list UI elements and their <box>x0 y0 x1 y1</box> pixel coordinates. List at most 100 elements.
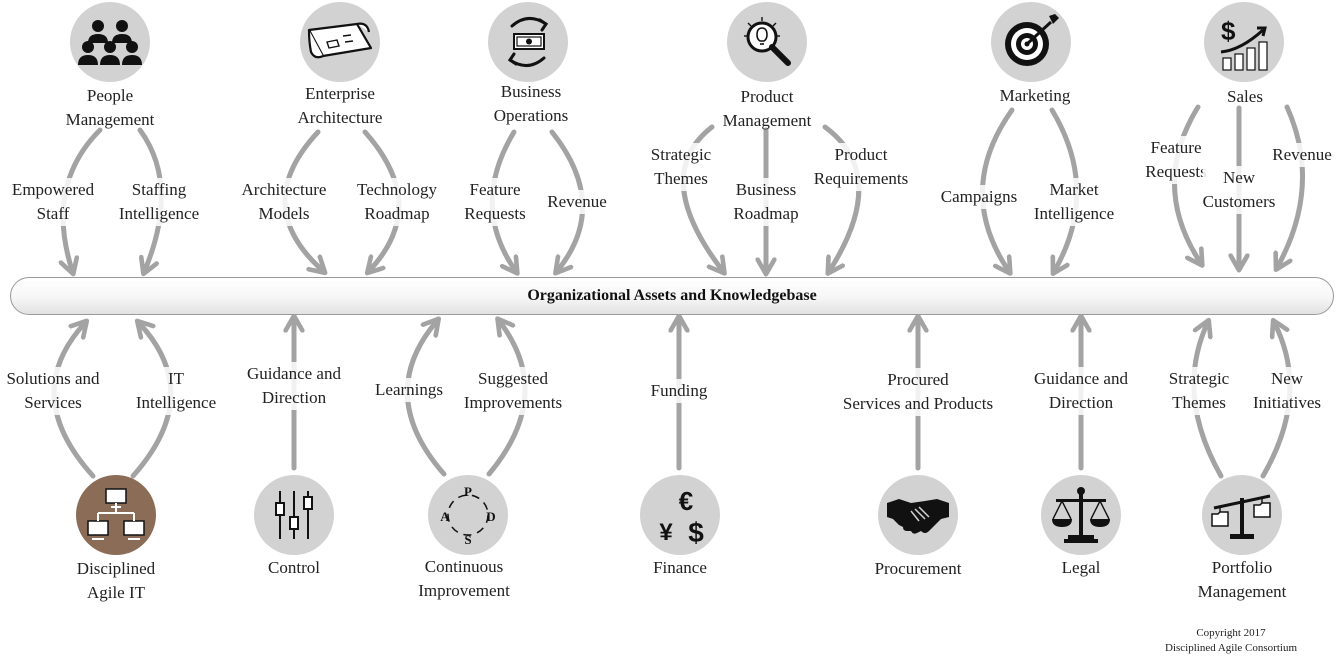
flow-label-strategic-themes-portfolio: Strategic Themes <box>1168 367 1230 415</box>
flow-label-empowered-staff: Empowered Staff <box>11 178 95 226</box>
flow-label-line: Themes <box>654 169 708 188</box>
flow-label-procured-services: Procured Services and Products <box>842 368 994 416</box>
flow-label-learnings: Learnings <box>375 378 443 402</box>
flow-label-line: Strategic <box>650 145 712 164</box>
flow-label-line: Intelligence <box>1033 204 1115 223</box>
node-label-line: People <box>86 86 134 105</box>
flow-label-line: Roadmap <box>364 204 430 223</box>
flow-label-guidance-control: Guidance and Direction <box>247 362 341 410</box>
flow-label-line: Services <box>24 393 82 412</box>
node-label-line: Management <box>722 111 812 130</box>
flow-label-new-initiatives: New Initiatives <box>1253 367 1321 415</box>
node-label-line: Procurement <box>874 559 962 578</box>
node-label-line: Control <box>268 558 320 577</box>
flow-label-staffing-intelligence: Staffing Intelligence <box>118 178 200 226</box>
flow-label-line: Solutions and <box>6 369 100 388</box>
flow-label-line: Empowered <box>11 180 95 199</box>
money-cycle-icon <box>507 17 549 67</box>
flow-label-line: Business <box>735 180 797 199</box>
flow-label-strategic-themes-pm: Strategic Themes <box>650 143 712 191</box>
node-label-line: Management <box>1197 582 1287 601</box>
flow-label-technology-roadmap: Technology Roadmap <box>356 178 438 226</box>
flow-label-line: Strategic <box>1168 369 1230 388</box>
flow-label-line: Improvements <box>463 393 563 412</box>
flow-label-line: Intelligence <box>135 393 217 412</box>
arrow-revenue-sales <box>1278 104 1305 266</box>
pdsa-letter-s: S <box>464 532 471 547</box>
flow-label-line: Campaigns <box>940 187 1018 206</box>
scales-icon <box>1052 487 1110 543</box>
flow-label-line: Procured <box>887 370 949 389</box>
currency-icon: € ¥ $ <box>659 486 704 546</box>
balance-folders-icon <box>1211 494 1271 539</box>
flow-label-market-intelligence: Market Intelligence <box>1033 178 1115 226</box>
flow-label-it-intelligence: IT Intelligence <box>135 367 217 415</box>
node-label-line: Operations <box>493 106 569 125</box>
flow-label-line: Technology <box>356 180 438 199</box>
flow-label-line: Staffing <box>131 180 187 199</box>
flow-label-guidance-legal: Guidance and Direction <box>1034 367 1128 415</box>
flow-label-line: Customers <box>1202 192 1276 211</box>
pdsa-cycle-icon: P D S A <box>440 484 495 547</box>
node-label-line: Business <box>500 82 562 101</box>
flow-label-line: Feature <box>1150 138 1202 157</box>
arrow-feature-requests-sales <box>1172 104 1200 262</box>
yen-symbol: ¥ <box>659 519 673 546</box>
node-label-line: Management <box>65 110 155 129</box>
flow-label-new-customers: New Customers <box>1202 166 1276 214</box>
flow-label-line: IT <box>167 369 185 388</box>
flow-label-line: Services and Products <box>842 394 994 413</box>
target-dart-icon <box>1005 14 1059 66</box>
flow-label-line: Product <box>834 145 888 164</box>
flow-label-line: Funding <box>650 381 708 400</box>
blueprint-icon <box>307 22 373 59</box>
dollar-symbol: $ <box>688 517 704 546</box>
node-label-line: Improvement <box>418 581 510 600</box>
flow-label-line: Requests <box>1145 162 1207 181</box>
flow-label-line: New <box>1222 168 1256 187</box>
copyright-notice: Copyright 2017 Disciplined Agile Consort… <box>1165 626 1297 656</box>
sliders-icon <box>275 491 313 539</box>
flow-label-line: Feature <box>469 180 521 199</box>
copyright-line: Copyright 2017 <box>1196 627 1266 639</box>
flow-label-feature-requests-sales: Feature Requests <box>1145 136 1207 184</box>
node-label-line: Disciplined <box>76 559 156 578</box>
flow-label-line: Revenue <box>547 192 607 211</box>
pdsa-letter-d: D <box>486 509 495 524</box>
lightbulb-magnifier-icon <box>744 17 791 66</box>
flow-label-line: Guidance and <box>1034 369 1128 388</box>
flow-label-line: Revenue <box>1272 145 1332 164</box>
flow-label-revenue-sales: Revenue <box>1272 143 1332 167</box>
knowledgebase-label: Organizational Assets and Knowledgebase <box>527 287 817 304</box>
node-label-line: Sales <box>1227 87 1263 106</box>
flow-label-business-roadmap: Business Roadmap <box>733 178 799 226</box>
flow-label-line: Requests <box>464 204 526 223</box>
pdsa-letter-a: A <box>440 509 450 524</box>
node-label-line: Continuous <box>424 557 504 576</box>
euro-symbol: € <box>679 486 693 516</box>
flow-label-revenue-ops: Revenue <box>547 190 607 214</box>
node-label-line: Product <box>740 87 794 106</box>
flow-label-line: Initiatives <box>1253 393 1321 412</box>
node-label-line: Finance <box>653 558 707 577</box>
flow-label-line: Roadmap <box>733 204 799 223</box>
node-label-line: Enterprise <box>305 84 375 103</box>
dollar-chart-icon: $ <box>1220 16 1268 71</box>
node-label-line: Architecture <box>297 108 383 127</box>
flow-label-product-requirements: Product Requirements <box>813 143 909 191</box>
flow-label-line: Themes <box>1172 393 1226 412</box>
people-group-icon <box>78 20 142 65</box>
flow-label-architecture-models: Architecture Models <box>241 178 327 226</box>
flow-label-feature-requests-ops: Feature Requests <box>464 178 526 226</box>
flow-label-solutions-services: Solutions and Services <box>6 367 100 415</box>
flow-label-line: Direction <box>261 388 327 407</box>
flow-label-line: Requirements <box>813 169 909 188</box>
copyright-line: Disciplined Agile Consortium <box>1165 642 1297 654</box>
flow-label-line: Market <box>1049 180 1099 199</box>
knowledgebase-bar: Organizational Assets and Knowledgebase <box>10 277 1334 315</box>
pdsa-letter-p: P <box>464 484 472 499</box>
node-label-line: Agile IT <box>86 583 146 602</box>
flow-label-funding: Funding <box>650 379 708 403</box>
flow-label-suggested-improvements: Suggested Improvements <box>463 367 563 415</box>
